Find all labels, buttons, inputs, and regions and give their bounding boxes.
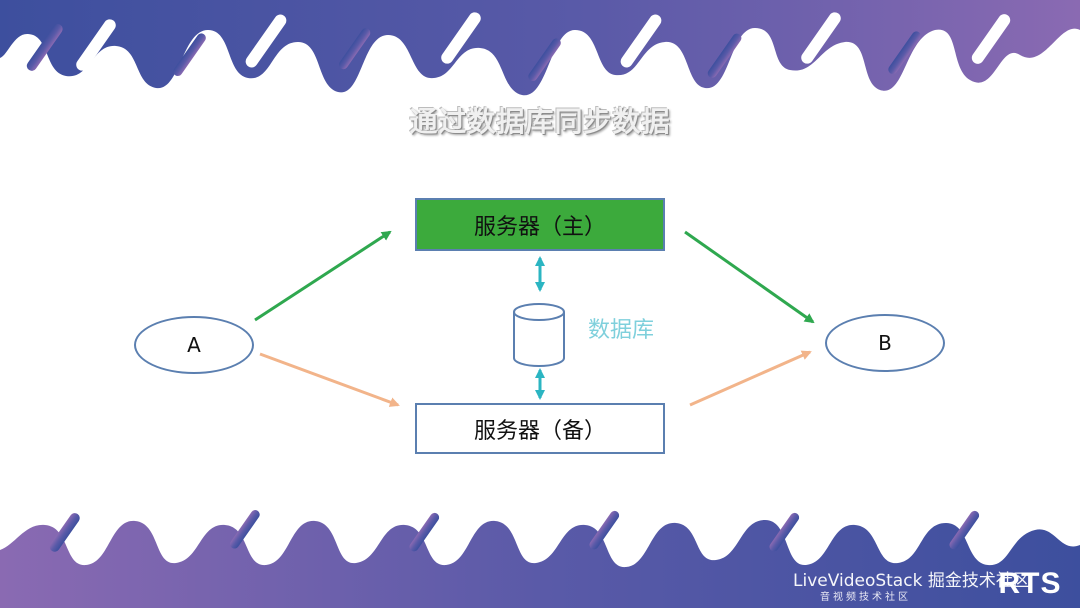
client-node-b: B [825,314,945,372]
node-a-label: A [187,333,201,357]
arrow-backup-server-to-b [689,350,812,407]
rts-logo-text: RTS [999,567,1062,600]
node-b-label: B [878,331,892,355]
top-wave-banner [0,0,1080,96]
arrow-a-to-backup-server [259,352,400,407]
main-server-label: 服务器（主） [473,214,606,240]
arrow-main-server-to-b [684,230,815,324]
database-cylinder-icon [513,303,565,367]
arrow-a-to-main-server [254,230,392,322]
bottom-wave-banner [0,510,1080,608]
slide-title: 通过数据库同步数据 [409,105,671,138]
watermark-subtext: 音视频技术社区 [820,592,911,603]
rts-logo-icon: RTS [999,567,1062,600]
watermark-text: LiveVideoStack 掘金技术社区 [793,571,1030,591]
client-node-a: A [134,316,254,374]
main-server-box: 服务器（主） [415,198,665,251]
database-label: 数据库 [588,318,655,343]
backup-server-label: 服务器（备） [473,418,606,444]
backup-server-box: 服务器（备） [415,403,665,454]
